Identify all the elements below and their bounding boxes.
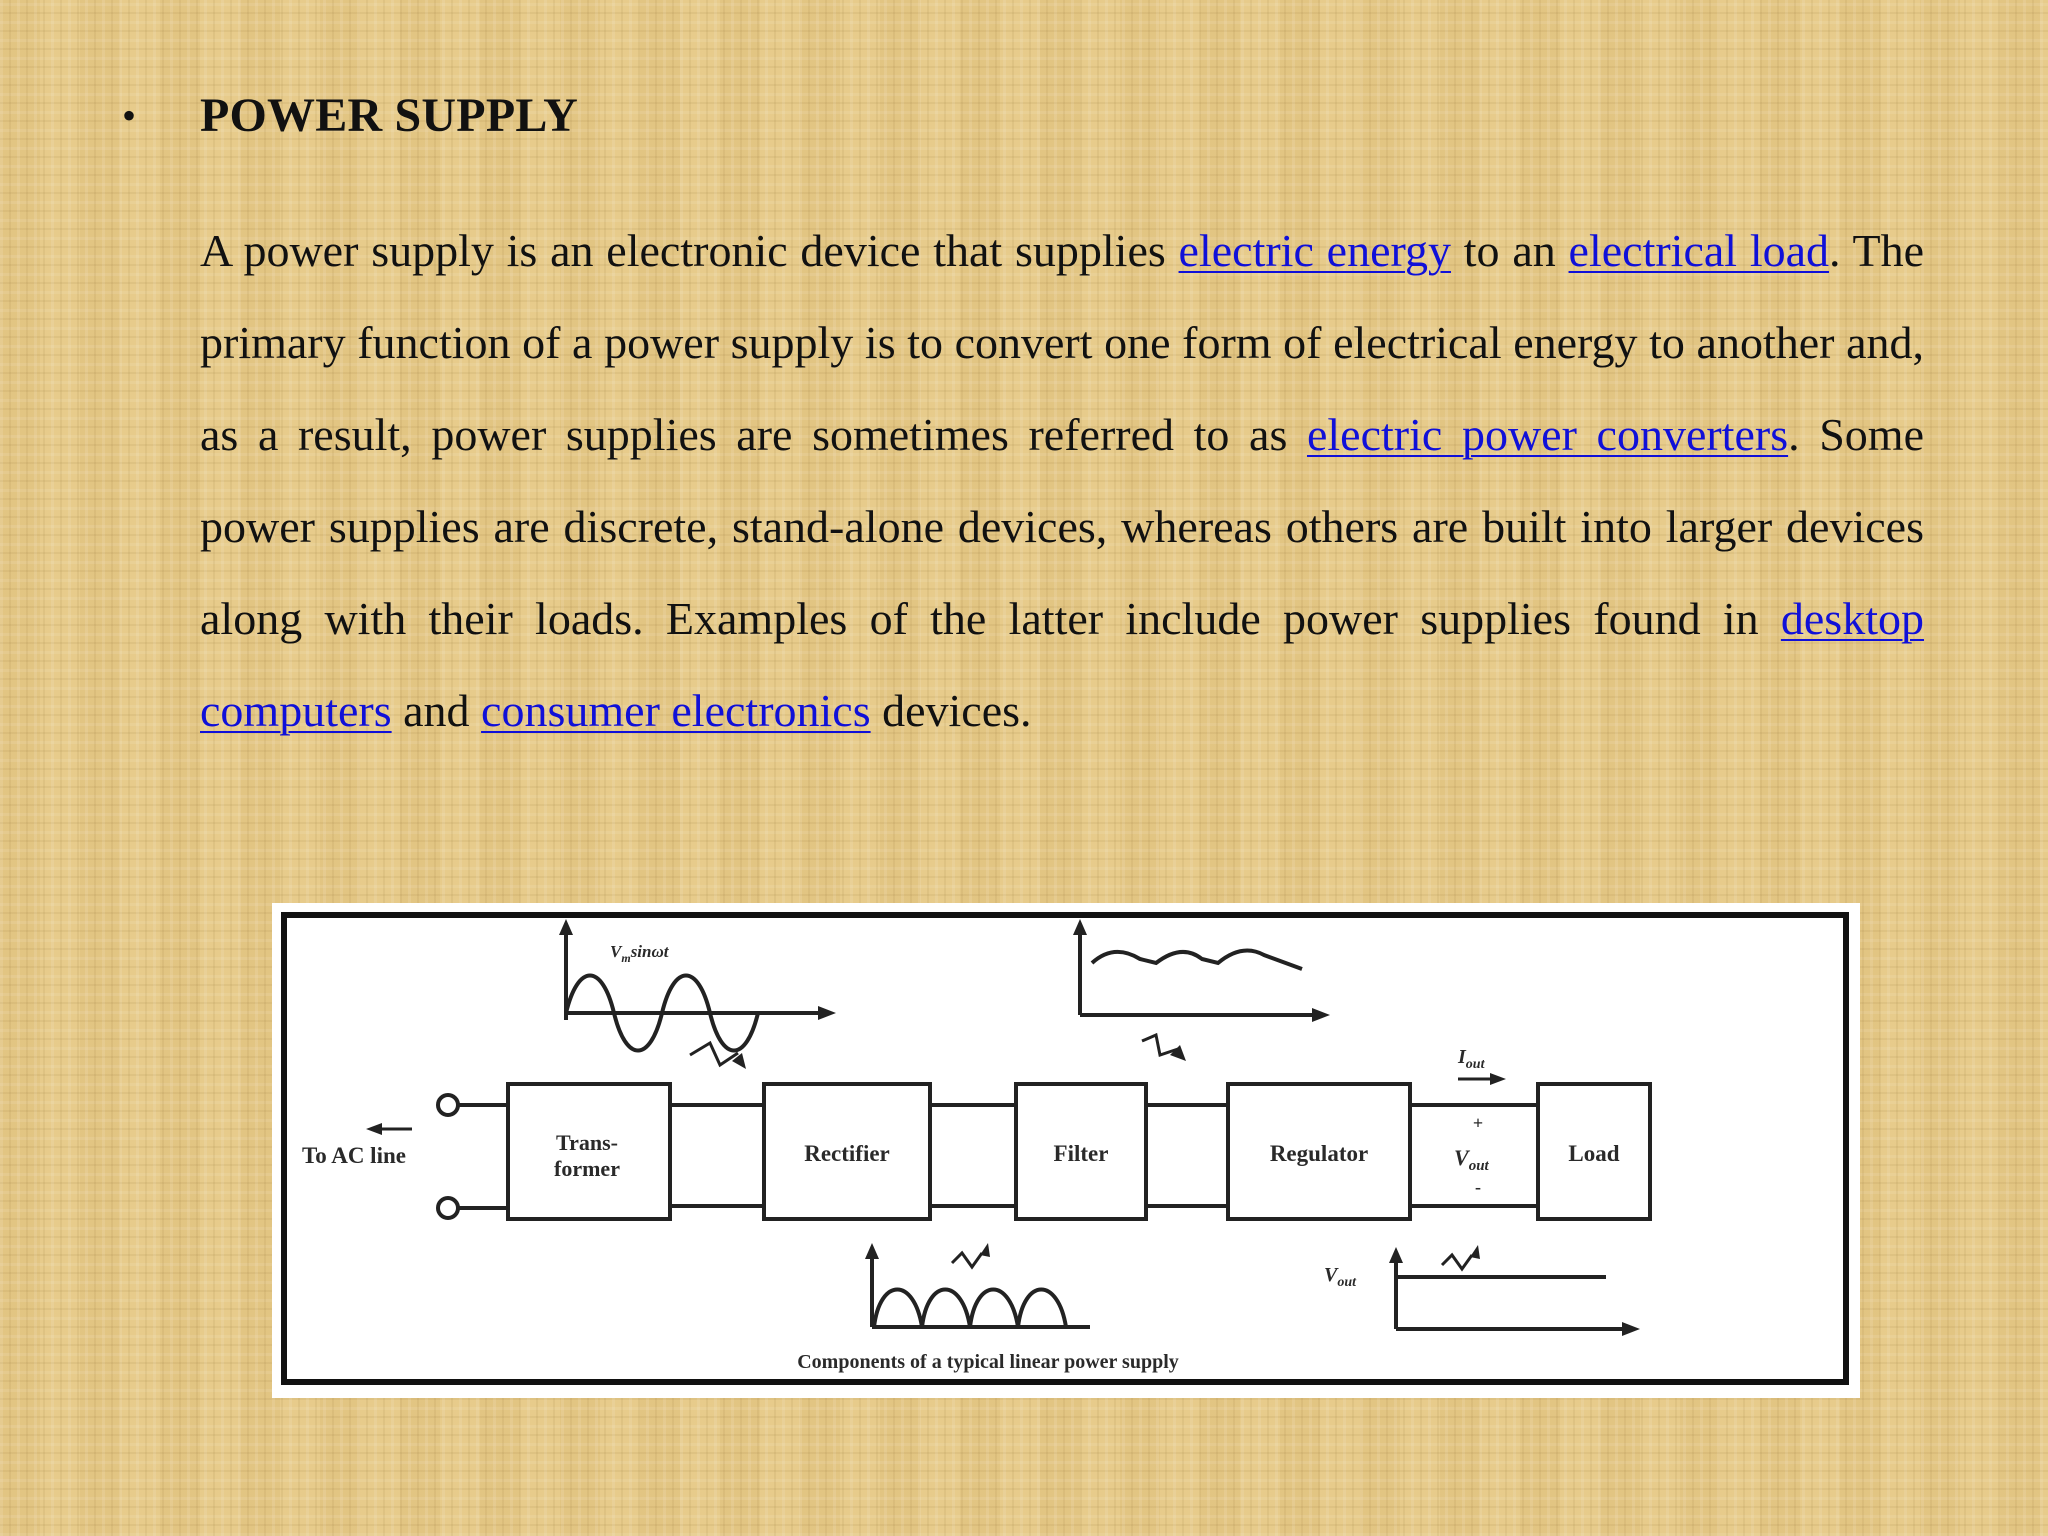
regulator-block: [1226, 1082, 1412, 1221]
transformer-label-line2: former: [554, 1156, 620, 1181]
rectifier-label: Rectifier: [804, 1141, 890, 1166]
rectified-wave-graph: [870, 1255, 1090, 1329]
paragraph-text: and: [391, 685, 482, 736]
load-block: [1536, 1082, 1652, 1221]
bullet-glyph: •: [122, 92, 137, 138]
rectifier-block: [762, 1082, 932, 1221]
transformer-label-line1: Trans-: [556, 1130, 618, 1155]
minus-sign: -: [1475, 1177, 1481, 1197]
plus-sign: +: [1473, 1113, 1483, 1133]
link-electric-power-converters[interactable]: electric power converters: [1306, 409, 1789, 460]
ac-line-label: To AC line: [302, 1143, 406, 1168]
regulated-output-graph: [1394, 1259, 1622, 1331]
ac-line-arrow-icon: [366, 1123, 412, 1135]
sine-wave-graph: [564, 931, 820, 1053]
diagram-caption: Components of a typical linear power sup…: [797, 1351, 1179, 1373]
current-arrow-icon: [1490, 1073, 1506, 1085]
paragraph-text: . The primary function of a power supply…: [200, 225, 1924, 460]
paragraph-text: A power supply is an electronic device t…: [200, 225, 1179, 276]
regulator-label: Regulator: [1270, 1141, 1368, 1166]
heading-row: • POWER SUPPLY: [122, 82, 578, 148]
lightning-arrow-icon-2: [1141, 1032, 1179, 1057]
paragraph-text: to an: [1450, 225, 1569, 276]
filter-label: Filter: [1054, 1141, 1109, 1166]
link-consumer-electronics[interactable]: consumer electronics: [481, 685, 871, 736]
filter-block: [1014, 1082, 1148, 1221]
lightning-arrow-icon-4: [1440, 1252, 1474, 1272]
power-supply-diagram: To AC line Trans- former Rectifier Filte…: [272, 903, 1860, 1398]
slide-title: POWER SUPPLY: [200, 88, 579, 142]
paragraph-text: devices.: [870, 685, 1032, 736]
vm-sin-label: Vmsinωt: [610, 942, 670, 965]
diagram-frame: [281, 912, 1849, 1385]
filtered-wave-graph: [1078, 931, 1312, 1017]
vout-mid-label: Vout: [1454, 1145, 1490, 1174]
iout-label: Iout: [1457, 1046, 1486, 1072]
load-label: Load: [1568, 1141, 1619, 1166]
lightning-arrow-icon-1: [689, 1040, 739, 1068]
vout-graph-label: Vout: [1324, 1264, 1357, 1290]
link-electric-energy[interactable]: electric energy: [1178, 225, 1451, 276]
link-electrical-load[interactable]: electrical load: [1568, 225, 1830, 276]
diagram-svg: To AC line Trans- former Rectifier Filte…: [281, 912, 1849, 1385]
paragraph-text: . Some power supplies are discrete, stan…: [200, 409, 1925, 644]
transformer-block: [506, 1082, 672, 1221]
body-paragraph: A power supply is an electronic device t…: [200, 205, 1924, 757]
link-desktop-computers[interactable]: desktop computers: [200, 593, 1924, 736]
lightning-arrow-icon-3: [950, 1250, 984, 1270]
